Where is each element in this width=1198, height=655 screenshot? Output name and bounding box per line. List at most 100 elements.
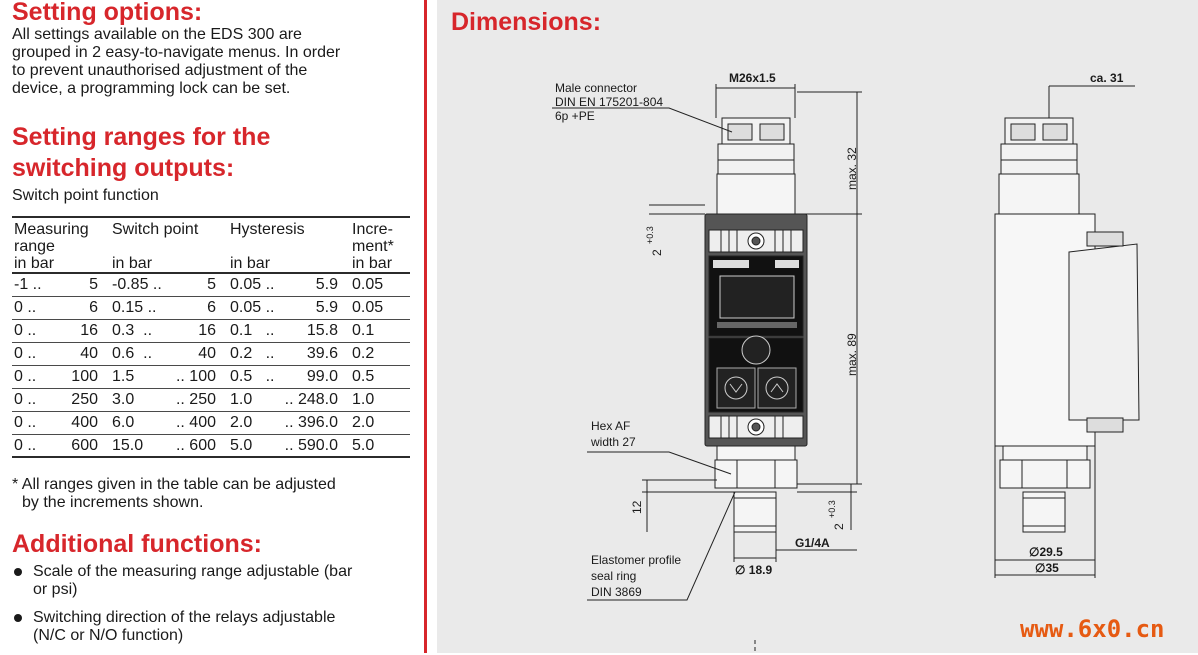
cell-part: .. 400: [175, 414, 216, 431]
cell-increment: 2.0: [350, 411, 410, 435]
setting-options-line: grouped in 2 easy-to-navigate menus. In …: [12, 44, 341, 61]
hex-label: Hex AF: [591, 419, 630, 433]
cell-part: 16: [80, 322, 98, 339]
cell-measuring-range: 0 ..40: [12, 342, 110, 366]
cell-part: 0 ..: [14, 345, 37, 362]
cell-measuring-range: 0 .. 100: [12, 365, 110, 389]
two-top-label: 2: [650, 249, 664, 256]
header-hysteresis: Hysteresis in bar: [228, 217, 350, 273]
cell-part: 100: [71, 368, 98, 385]
header-text: in bar: [230, 255, 271, 272]
bullet-icon: [14, 614, 22, 622]
cell-part: 1.5: [112, 368, 135, 385]
header-text: ment*: [352, 238, 394, 255]
cell-hysteresis: 1.0.. 248.0: [228, 388, 350, 412]
list-item-text: Scale of the measuring range adjustable …: [33, 563, 353, 580]
two-bot-label: 2: [832, 523, 846, 530]
header-text: Incre-: [352, 221, 393, 238]
cell-hysteresis: 0.1 .. 15.8: [228, 319, 350, 343]
cell-measuring-range: 0 ..600: [12, 434, 110, 458]
cell-part: .. 590.0: [284, 436, 338, 454]
dimensions-panel: Dimensions:: [437, 0, 1198, 653]
cell-part: 0.3 ..: [112, 322, 153, 339]
hex-label: width 27: [590, 435, 636, 449]
heading-additional-functions: Additional functions:: [12, 530, 262, 558]
cell-part: 6.0: [112, 414, 135, 431]
tol-bot-label: +0.3: [827, 500, 837, 518]
twelve-label: 12: [630, 500, 644, 514]
dimension-drawing: Male connector DIN EN 175201-804 6p +PE …: [552, 71, 1140, 653]
d295-label: ∅29.5: [1029, 545, 1063, 559]
header-increment: Incre- ment* in bar: [350, 217, 410, 273]
cell-part: 0.05 ..: [230, 276, 275, 294]
cell-hysteresis: 0.2 ..39.6: [228, 342, 350, 366]
heading-setting-ranges-2: switching outputs:: [12, 154, 235, 182]
list-item-text: Switching direction of the relays adjust…: [33, 609, 336, 626]
cell-increment: 0.05: [350, 273, 410, 297]
cell-part: 0.1 ..: [230, 322, 275, 339]
hex-nut: [714, 445, 798, 533]
cell-switch-point: -0.85 ..5: [110, 273, 228, 297]
cell-part: 5.9: [315, 299, 338, 316]
header-text: in bar: [112, 255, 153, 272]
cell-part: 0.2 ..: [230, 345, 275, 362]
elastomer-label: DIN 3869: [591, 585, 642, 599]
header-text: Hysteresis: [230, 221, 305, 238]
setting-options-line: device, a programming lock can be set.: [12, 80, 291, 97]
cell-measuring-range: 0 ..400: [12, 411, 110, 435]
header-spacer: [230, 238, 348, 255]
cell-part: 6: [89, 299, 98, 316]
cell-increment: 0.2: [350, 342, 410, 366]
list-item: Scale of the measuring range adjustable …: [12, 563, 412, 599]
cell-part: 0 ..: [14, 299, 37, 316]
header-switch-point: Switch point in bar: [110, 217, 228, 273]
header-measuring-range: Measuring range in bar: [12, 217, 110, 273]
connector-top: [716, 117, 796, 215]
cell-part: 16: [198, 322, 216, 339]
cell-part: .. 600: [175, 436, 216, 454]
table-header-row: Measuring range in bar Switch point in b…: [12, 217, 410, 273]
cell-increment: 0.5: [350, 365, 410, 389]
bullet-icon: [14, 568, 22, 576]
cell-increment: 0.1: [350, 319, 410, 343]
cell-increment: 5.0: [350, 434, 410, 458]
cell-hysteresis: 0.05 .. 5.9: [228, 273, 350, 297]
male-connector-label: 6p +PE: [555, 109, 595, 123]
cell-switch-point: 0.15 ..6: [110, 296, 228, 320]
footnote-line: by the increments shown.: [22, 494, 204, 511]
male-connector-label: DIN EN 175201-804: [555, 95, 663, 109]
cell-part: 5.9: [315, 276, 338, 294]
ranges-table: Measuring range in bar Switch point in b…: [12, 216, 410, 458]
cell-switch-point: 6.0 .. 400: [110, 411, 228, 435]
cell-part: .. 100: [175, 368, 216, 385]
list-item-text: (N/C or N/O function): [33, 627, 184, 644]
cell-part: 40: [198, 345, 216, 362]
cell-part: 0.15 ..: [112, 299, 157, 316]
cell-part: 15.0: [112, 436, 144, 454]
cell-increment: 1.0: [350, 388, 410, 412]
table-footnote: * All ranges given in the table can be a…: [12, 476, 407, 512]
cell-part: 0 ..: [14, 368, 37, 385]
setting-options-text: All settings available on the EDS 300 ar…: [12, 26, 412, 98]
elastomer-label: seal ring: [591, 569, 636, 583]
additional-functions-list: Scale of the measuring range adjustable …: [12, 563, 412, 655]
list-item: Switching direction of the relays adjust…: [12, 609, 412, 645]
cell-part: 0 ..: [14, 436, 37, 454]
cell-part: 3.0: [112, 391, 135, 408]
header-text: Measuring: [14, 221, 89, 238]
red-divider: [424, 0, 427, 653]
header-text: Switch point: [112, 221, 199, 238]
cell-part: 0 ..: [14, 391, 37, 408]
cell-hysteresis: 0.05 .. 5.9: [228, 296, 350, 320]
d189-label: ∅ 18.9: [735, 563, 772, 577]
cell-part: 2.0: [230, 414, 253, 431]
ca31-label: ca. 31: [1090, 71, 1124, 85]
cell-part: 0.05 ..: [230, 299, 275, 316]
cell-part: 15.8: [306, 322, 338, 339]
header-spacer: [112, 238, 226, 255]
cell-switch-point: 0.6 ..40: [110, 342, 228, 366]
